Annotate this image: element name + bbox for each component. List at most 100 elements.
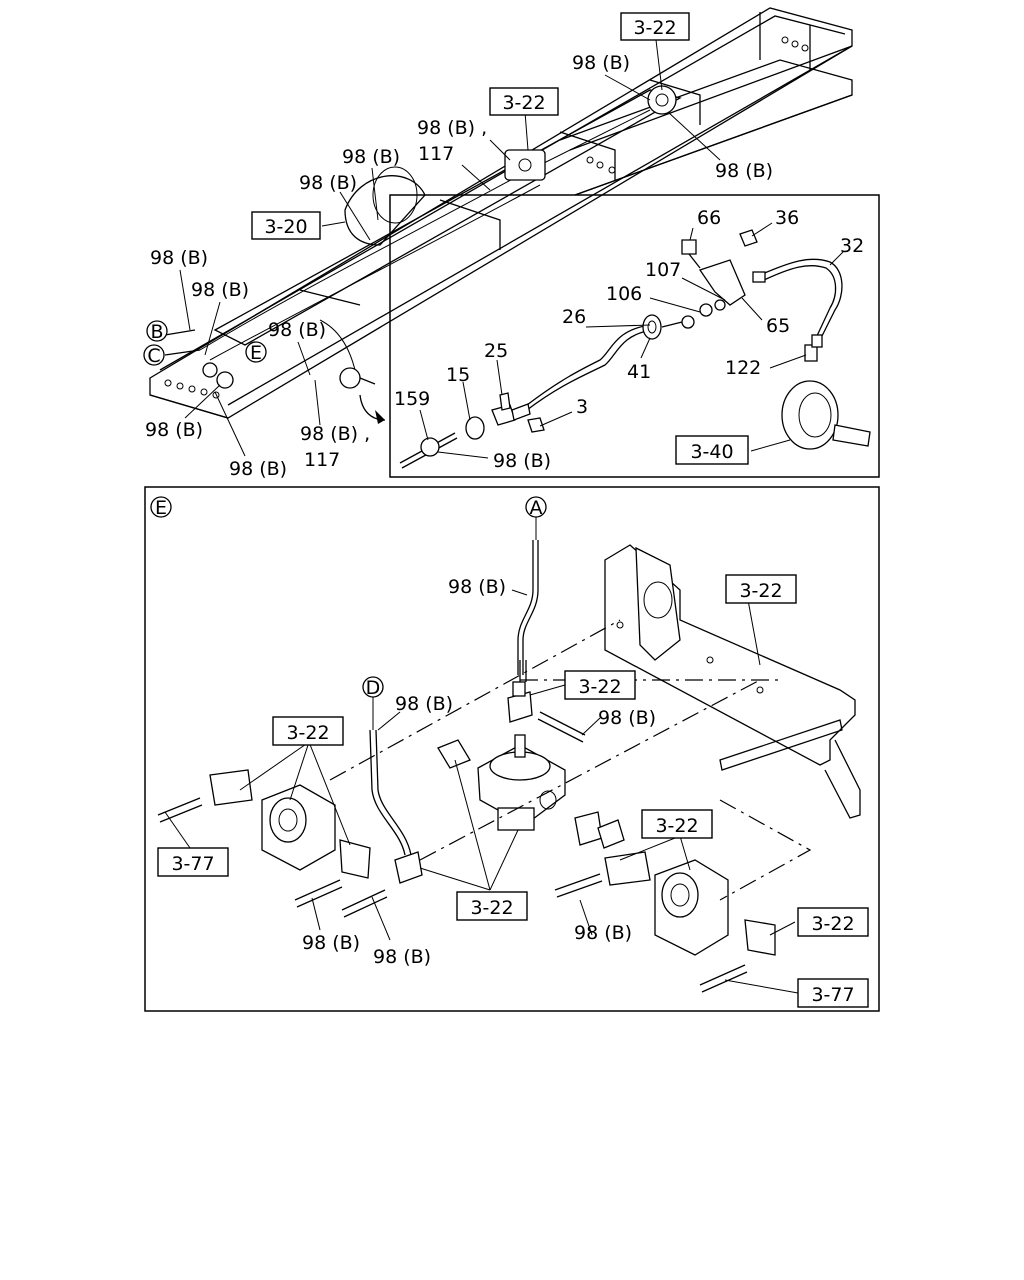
ref-box-3-22-top: 3-22: [620, 12, 690, 41]
label-98b: 98 (B): [342, 146, 400, 168]
marker-b: B: [146, 320, 168, 343]
svg-text:E: E: [155, 497, 167, 519]
label-98b: 98 (B): [493, 450, 551, 472]
marker-e-small: E: [245, 341, 267, 364]
label-98b-comma: 98 (B) ,: [300, 423, 370, 445]
label-107: 107: [645, 259, 681, 281]
svg-text:3-22: 3-22: [633, 17, 676, 39]
ref-box-3-22-e4: 3-22: [641, 809, 713, 839]
svg-text:3-22: 3-22: [502, 92, 545, 114]
label-117: 117: [304, 449, 340, 471]
label-98b: 98 (B): [395, 693, 453, 715]
label-98b: 98 (B): [299, 172, 357, 194]
detail-e-leader-lines: [164, 589, 799, 994]
label-66: 66: [697, 207, 721, 229]
short-hoses: [157, 711, 748, 993]
part-25-tee: [491, 392, 531, 426]
label-98b: 98 (B): [574, 922, 632, 944]
svg-text:3-40: 3-40: [690, 441, 733, 463]
elbow-fittings-center: [437, 739, 625, 849]
svg-text:3-77: 3-77: [171, 853, 214, 875]
label-15: 15: [446, 364, 470, 386]
svg-text:C: C: [147, 345, 160, 367]
label-65: 65: [766, 315, 790, 337]
part-159-clip: [399, 432, 458, 469]
part-3-40-sensor: [781, 380, 871, 450]
svg-text:3-22: 3-22: [578, 676, 621, 698]
svg-text:3-22: 3-22: [470, 897, 513, 919]
chassis-frame-drawing: [149, 7, 853, 424]
label-98b: 98 (B): [572, 52, 630, 74]
marker-a: A: [525, 496, 547, 519]
svg-text:3-77: 3-77: [811, 984, 854, 1006]
frame-valve-rear: [202, 362, 376, 389]
top-leader-lines: [179, 39, 721, 457]
label-98b: 98 (B): [448, 576, 506, 598]
ref-box-3-22-e1: 3-22: [725, 574, 797, 604]
ref-box-3-22-e5: 3-22: [456, 891, 528, 921]
label-98b: 98 (B): [302, 932, 360, 954]
svg-text:3-20: 3-20: [264, 216, 307, 238]
svg-text:3-22: 3-22: [739, 580, 782, 602]
left-valve: [209, 769, 371, 879]
svg-text:3-22: 3-22: [286, 722, 329, 744]
svg-text:A: A: [530, 497, 543, 519]
part-107-bracket: [698, 259, 746, 306]
label-98b: 98 (B): [150, 247, 208, 269]
label-98b: 98 (B): [145, 419, 203, 441]
top-labels: 3-22 98 (B) 3-22 98 (B) , 117 98 (B) 98 …: [143, 12, 773, 480]
ref-box-3-77-e2: 3-77: [797, 978, 869, 1008]
label-98b: 98 (B): [715, 160, 773, 182]
label-98b: 98 (B): [598, 707, 656, 729]
label-25: 25: [484, 340, 508, 362]
connection-lines: [329, 619, 812, 901]
frame-valve-top: [647, 85, 677, 115]
ref-box-3-20: 3-20: [251, 211, 321, 240]
right-valve: [604, 851, 776, 956]
svg-text:D: D: [366, 677, 381, 699]
part-106-washer: [699, 299, 726, 317]
part-15-fitting: [465, 416, 485, 440]
part-36-nut: [739, 229, 758, 247]
frame-holes: [164, 36, 809, 399]
marker-c: C: [143, 344, 165, 367]
marker-d: D: [362, 676, 384, 699]
label-106: 106: [606, 283, 642, 305]
label-159: 159: [394, 388, 430, 410]
ref-box-3-22-mid: 3-22: [489, 87, 559, 116]
label-122: 122: [725, 357, 761, 379]
part-41-union: [642, 314, 695, 340]
label-41: 41: [627, 361, 651, 383]
detail-box-sensor: 66 36 32 107 106 65 26 25 41 15 122 159 …: [389, 194, 880, 478]
part-66-bolt: [681, 239, 701, 269]
part-3-nut: [527, 417, 545, 433]
svg-text:3-22: 3-22: [655, 815, 698, 837]
label-98b: 98 (B): [229, 458, 287, 480]
ref-box-3-40: 3-40: [675, 435, 749, 465]
marker-e: E: [150, 496, 172, 519]
part-122-fitting: [804, 334, 823, 362]
relay-valve-center: [477, 734, 566, 831]
mounting-bracket: [604, 544, 861, 819]
ref-box-3-22-e2: 3-22: [564, 670, 636, 700]
label-26: 26: [562, 306, 586, 328]
label-32: 32: [840, 235, 864, 257]
label-98b: 98 (B): [191, 279, 249, 301]
ref-box-3-77-e1: 3-77: [157, 847, 229, 877]
label-3: 3: [576, 396, 588, 418]
detail-box-e: E: [144, 486, 880, 1012]
frame-valve-mid: [504, 149, 546, 181]
svg-text:E: E: [250, 342, 262, 364]
label-117: 117: [418, 143, 454, 165]
label-98b: 98 (B): [268, 319, 326, 341]
label-98b-comma: 98 (B) ,: [417, 117, 487, 139]
tee-fitting-center: [507, 660, 533, 723]
svg-text:B: B: [150, 321, 163, 343]
ref-box-3-22-e6: 3-22: [797, 907, 869, 937]
part-65-fitting: [752, 271, 766, 283]
tee-fitting-lower: [394, 851, 423, 884]
svg-text:3-22: 3-22: [811, 913, 854, 935]
label-98b: 98 (B): [373, 946, 431, 968]
ref-box-3-22-e3: 3-22: [272, 716, 344, 746]
